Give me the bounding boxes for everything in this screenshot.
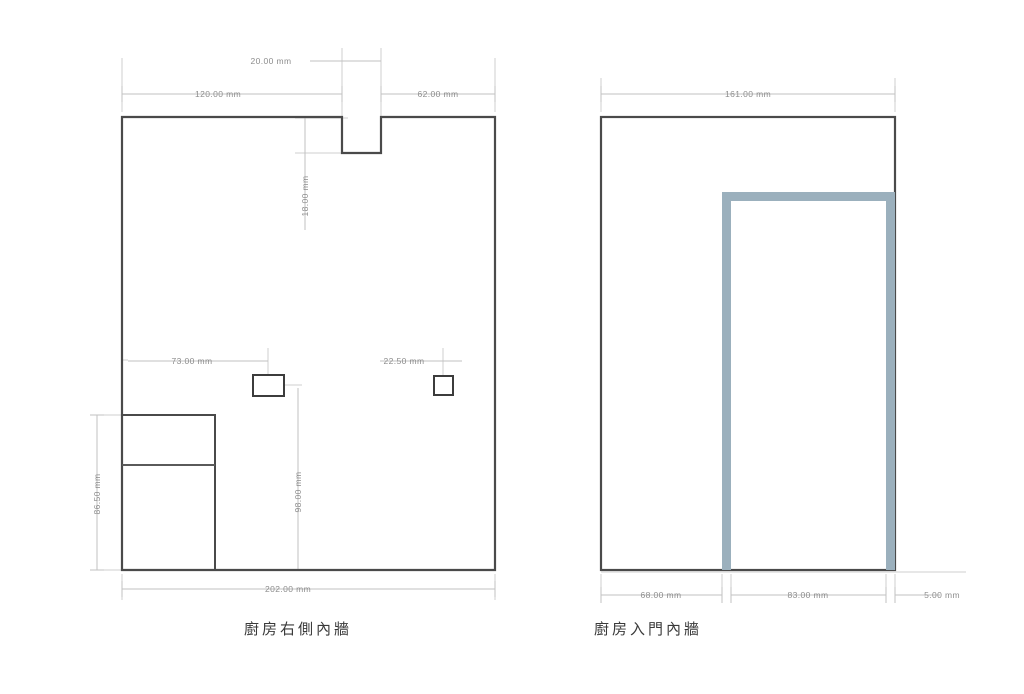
outlet-box-rectangular bbox=[252, 374, 285, 397]
extension-lines-left-view bbox=[92, 48, 496, 600]
dimension-lines-left-view bbox=[90, 60, 496, 597]
dimension-label-73: 73.00 mm bbox=[172, 356, 213, 366]
dimension-label-5: 5.00 mm bbox=[924, 590, 960, 600]
dimension-label-86-5: 86.50 mm bbox=[92, 474, 102, 515]
dimension-label-18: 18.00 mm bbox=[300, 176, 310, 217]
dimension-labels-left-view: 20.00 mm 120.00 mm 62.00 mm 18.00 mm 73.… bbox=[92, 56, 459, 594]
door-frame bbox=[722, 192, 895, 570]
caption-kitchen-entrance-inner-wall: 廚房入門內牆 bbox=[594, 620, 703, 638]
dimension-labels-right-view: 161.00 mm 68.00 mm 83.00 mm 5.00 mm bbox=[641, 89, 960, 600]
dimension-label-83: 83.00 mm bbox=[788, 590, 829, 600]
dimension-label-22-5: 22.50 mm bbox=[384, 356, 425, 366]
outlet-box-square bbox=[433, 375, 454, 396]
dimension-label-120: 120.00 mm bbox=[195, 89, 241, 99]
extension-lines-right-view bbox=[600, 78, 966, 600]
wall-outline-right bbox=[599, 115, 897, 572]
dimension-lines-right-view bbox=[600, 86, 940, 603]
view-kitchen-right-inner-wall: 20.00 mm 120.00 mm 62.00 mm 18.00 mm 73.… bbox=[90, 48, 497, 600]
dimension-label-161: 161.00 mm bbox=[725, 89, 771, 99]
dimension-label-68: 68.00 mm bbox=[641, 590, 682, 600]
caption-kitchen-right-inner-wall: 廚房右側內牆 bbox=[244, 620, 353, 638]
dimension-label-98: 98.00 mm bbox=[293, 472, 303, 513]
dimension-label-62: 62.00 mm bbox=[418, 89, 459, 99]
view-kitchen-entrance-inner-wall: 161.00 mm 68.00 mm 83.00 mm 5.00 mm bbox=[599, 78, 966, 603]
cabinet-left bbox=[121, 414, 216, 571]
dimension-label-202: 202.00 mm bbox=[265, 584, 311, 594]
dimension-label-20: 20.00 mm bbox=[251, 56, 292, 66]
wall-outline-left bbox=[120, 115, 497, 572]
